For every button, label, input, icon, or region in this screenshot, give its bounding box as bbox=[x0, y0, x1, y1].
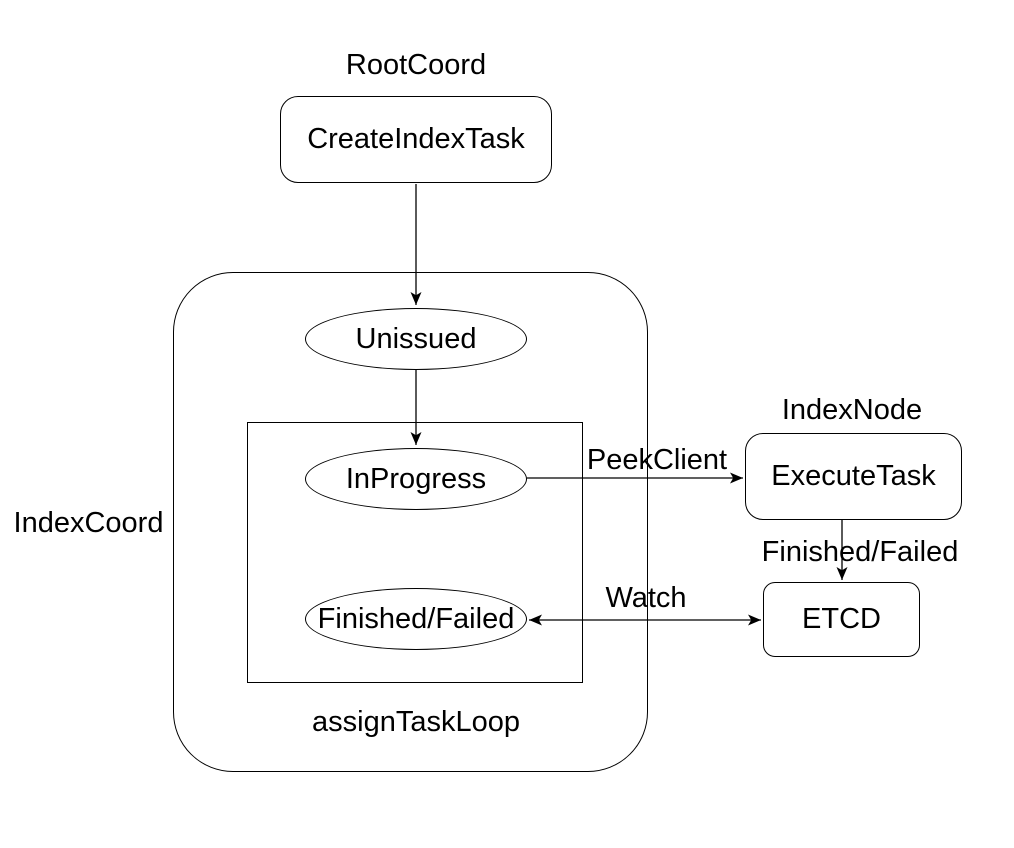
watch-edge-label: Watch bbox=[605, 582, 687, 614]
execute-task-label: ExecuteTask bbox=[771, 460, 936, 492]
assigntaskloop-label: assignTaskLoop bbox=[312, 706, 520, 738]
etcd-node bbox=[763, 582, 920, 657]
in-progress-label: InProgress bbox=[345, 462, 487, 495]
unissued-state bbox=[305, 308, 527, 370]
finished-failed-state bbox=[305, 588, 527, 650]
finished-failed-state-label: Finished/Failed bbox=[317, 602, 515, 635]
create-index-task-node bbox=[280, 96, 552, 183]
finished-failed-edge-label: Finished/Failed bbox=[761, 536, 959, 568]
in-progress-state bbox=[305, 448, 527, 510]
etcd-label: ETCD bbox=[802, 603, 881, 635]
peekclient-edge-label: PeekClient bbox=[586, 444, 728, 476]
execute-task-node bbox=[745, 433, 962, 520]
indexcoord-label: IndexCoord bbox=[13, 507, 164, 539]
indexnode-label: IndexNode bbox=[781, 394, 923, 426]
create-index-task-label: CreateIndexTask bbox=[307, 123, 525, 155]
rootcoord-label: RootCoord bbox=[345, 49, 487, 81]
unissued-label: Unissued bbox=[355, 322, 477, 355]
